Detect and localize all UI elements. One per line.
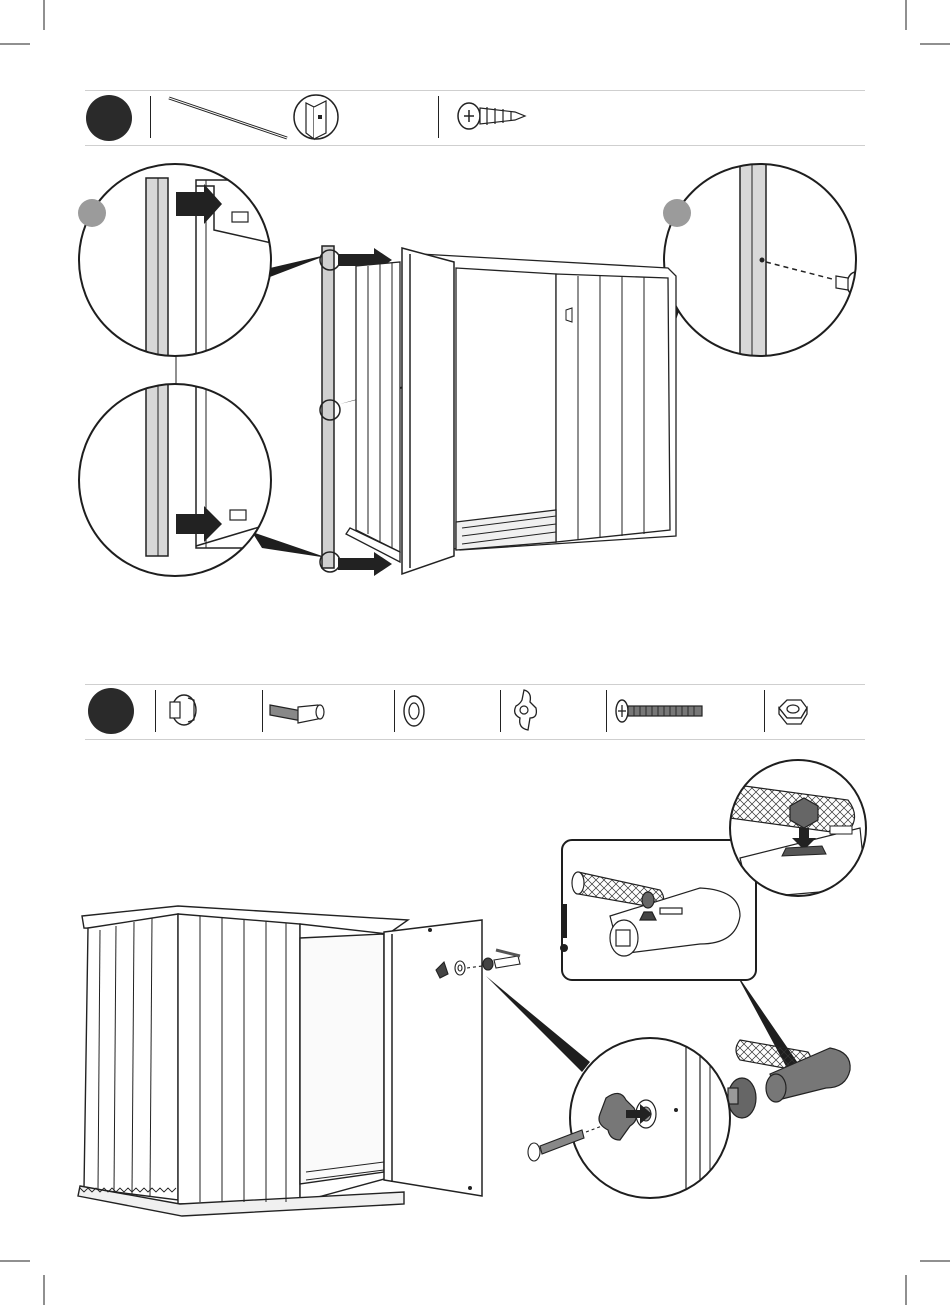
warning-mark: !	[0, 747, 1, 749]
hinge-detail-icon	[292, 93, 344, 145]
callout-dot-1	[78, 199, 106, 227]
step-b-number-dot	[88, 688, 134, 734]
step-b-separator-6	[764, 690, 765, 732]
step-a-separator-1	[150, 96, 151, 138]
step-b-illustration: !	[0, 748, 950, 1288]
step-a-separator-2	[438, 96, 439, 138]
step-b-separator-2	[262, 690, 263, 732]
knob-cap-icon	[162, 692, 202, 732]
step-b-parts-band	[85, 684, 865, 740]
step-b-separator-3	[394, 690, 395, 732]
wing-nut-icon	[508, 688, 544, 732]
leader-bottom-left	[252, 532, 328, 558]
step-a-illustration	[0, 150, 950, 630]
step-a-number-dot	[86, 95, 132, 141]
step-b-separator-5	[606, 690, 607, 732]
rod-icon	[165, 92, 305, 142]
long-bolt-icon	[614, 697, 710, 727]
screw-icon	[455, 98, 535, 138]
step-b-separator-1	[155, 690, 156, 732]
callout-dot-2	[663, 199, 691, 227]
hex-nut-icon	[775, 698, 811, 728]
washer-icon	[400, 693, 430, 729]
step-b-separator-4	[500, 690, 501, 732]
latch-bolt-icon	[268, 697, 328, 727]
